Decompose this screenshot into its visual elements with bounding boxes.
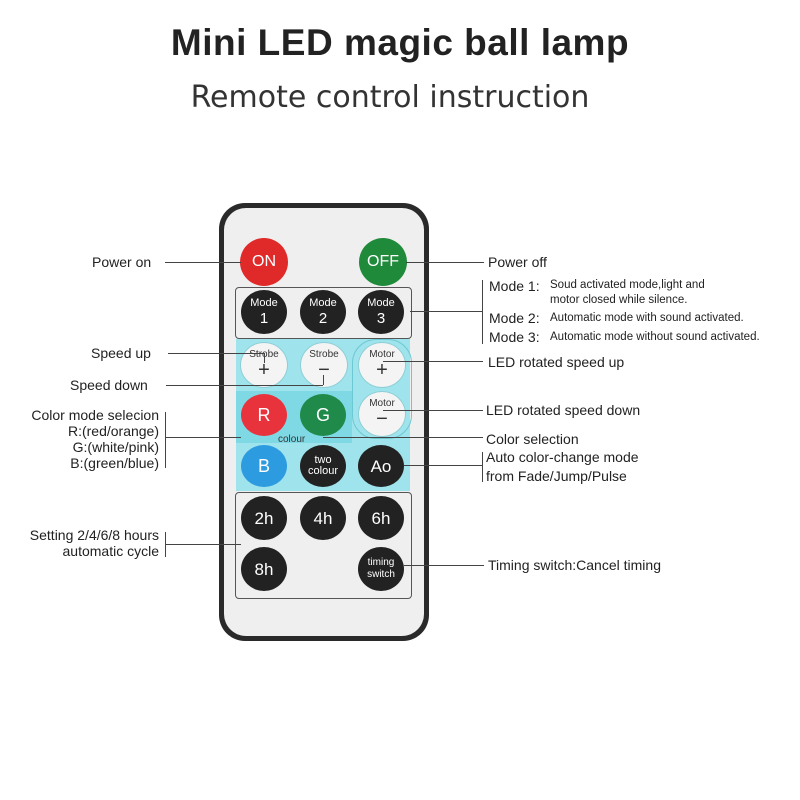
timer-4h-button[interactable]: 4h xyxy=(300,496,346,540)
ao-button-label: Ao xyxy=(371,458,392,475)
strobe-down-button[interactable]: Strobe − xyxy=(300,342,348,388)
leader-led-up xyxy=(383,361,483,362)
r-button[interactable]: R xyxy=(241,394,287,436)
leader-power-off xyxy=(406,262,484,263)
motor-up-button[interactable]: Motor + xyxy=(358,342,406,388)
two-colour-button[interactable]: two colour xyxy=(300,445,346,487)
plus-icon: + xyxy=(376,360,388,380)
timing-switch-line2: switch xyxy=(367,570,395,580)
leader-speed-down-tick xyxy=(323,375,324,385)
label-color-g: G:(white/pink) xyxy=(73,439,159,455)
leader-modes-bracket xyxy=(482,280,483,344)
leader-speed-down xyxy=(166,385,323,386)
mode-2-number: 2 xyxy=(319,311,327,326)
label-color-mode: Color mode selecion xyxy=(31,407,159,423)
g-button-label: G xyxy=(316,406,330,424)
label-mode1-desc2: motor closed while silence. xyxy=(550,294,687,306)
label-mode1-key: Mode 1: xyxy=(489,278,540,294)
leader-auto-mode-bracket xyxy=(482,452,483,482)
timing-switch-line1: timing xyxy=(368,558,395,568)
page-title: Mini LED magic ball lamp xyxy=(0,22,800,64)
r-button-label: R xyxy=(258,406,271,424)
label-speed-down: Speed down xyxy=(70,377,148,393)
off-button[interactable]: OFF xyxy=(359,238,407,286)
b-button-label: B xyxy=(258,457,270,475)
label-power-on: Power on xyxy=(92,254,151,270)
label-setting-1: Setting 2/4/6/8 hours xyxy=(30,527,159,543)
two-colour-line2: colour xyxy=(308,466,338,477)
mode-1-label: Mode xyxy=(250,298,278,309)
off-button-label: OFF xyxy=(367,254,399,270)
label-led-up: LED rotated speed up xyxy=(488,354,624,370)
mode-2-label: Mode xyxy=(309,298,337,309)
leader-power-on xyxy=(165,262,241,263)
label-color-selection: Color selection xyxy=(486,431,579,447)
leader-setting-bracket xyxy=(165,532,166,557)
timer-6h-button[interactable]: 6h xyxy=(358,496,404,540)
timing-switch-button[interactable]: timing switch xyxy=(358,547,404,591)
mode-2-button[interactable]: Mode 2 xyxy=(300,290,346,334)
label-color-r: R:(red/orange) xyxy=(68,423,159,439)
mode-1-button[interactable]: Mode 1 xyxy=(241,290,287,334)
label-mode3-desc: Automatic mode without sound activated. xyxy=(550,331,760,343)
timer-2h-label: 2h xyxy=(255,510,274,527)
leader-modes xyxy=(410,311,482,312)
timer-2h-button[interactable]: 2h xyxy=(241,496,287,540)
on-button[interactable]: ON xyxy=(240,238,288,286)
page-subtitle: Remote control instruction xyxy=(0,80,780,115)
label-auto-2: from Fade/Jump/Pulse xyxy=(486,468,627,484)
mode-1-number: 1 xyxy=(260,311,268,326)
mode-3-number: 3 xyxy=(377,311,385,326)
label-led-down: LED rotated speed down xyxy=(486,402,640,418)
leader-speed-up xyxy=(168,353,264,354)
leader-led-down xyxy=(383,410,483,411)
label-power-off: Power off xyxy=(488,254,547,270)
label-auto-1: Auto color-change mode xyxy=(486,449,639,465)
motor-down-button[interactable]: Motor − xyxy=(358,391,406,437)
leader-color-mode-bracket xyxy=(165,412,166,468)
plus-icon: + xyxy=(258,360,270,380)
timer-8h-button[interactable]: 8h xyxy=(241,547,287,591)
on-button-label: ON xyxy=(252,254,276,270)
leader-speed-up-tick xyxy=(264,353,265,363)
label-color-b: B:(green/blue) xyxy=(70,455,159,471)
timer-4h-label: 4h xyxy=(314,510,333,527)
label-mode2-desc: Automatic mode with sound activated. xyxy=(550,312,744,324)
leader-setting xyxy=(165,544,241,545)
mode-3-label: Mode xyxy=(367,298,395,309)
label-setting-2: automatic cycle xyxy=(63,543,159,559)
leader-auto-mode xyxy=(404,465,482,466)
b-button[interactable]: B xyxy=(241,445,287,487)
ao-button[interactable]: Ao xyxy=(358,445,404,487)
label-speed-up: Speed up xyxy=(91,345,151,361)
mode-3-button[interactable]: Mode 3 xyxy=(358,290,404,334)
label-mode1-desc1: Soud activated mode,light and xyxy=(550,279,705,291)
minus-icon: − xyxy=(376,409,388,429)
g-button[interactable]: G xyxy=(300,394,346,436)
strobe-up-button[interactable]: Strobe + xyxy=(240,342,288,388)
leader-color-mode xyxy=(165,437,241,438)
label-timing: Timing switch:Cancel timing xyxy=(488,557,661,573)
timer-6h-label: 6h xyxy=(372,510,391,527)
label-mode3-key: Mode 3: xyxy=(489,329,540,345)
leader-timing xyxy=(404,565,484,566)
colour-label: colour xyxy=(278,434,305,445)
leader-color-selection xyxy=(323,437,483,438)
minus-icon: − xyxy=(318,360,330,380)
timer-8h-label: 8h xyxy=(255,561,274,578)
label-mode2-key: Mode 2: xyxy=(489,310,540,326)
